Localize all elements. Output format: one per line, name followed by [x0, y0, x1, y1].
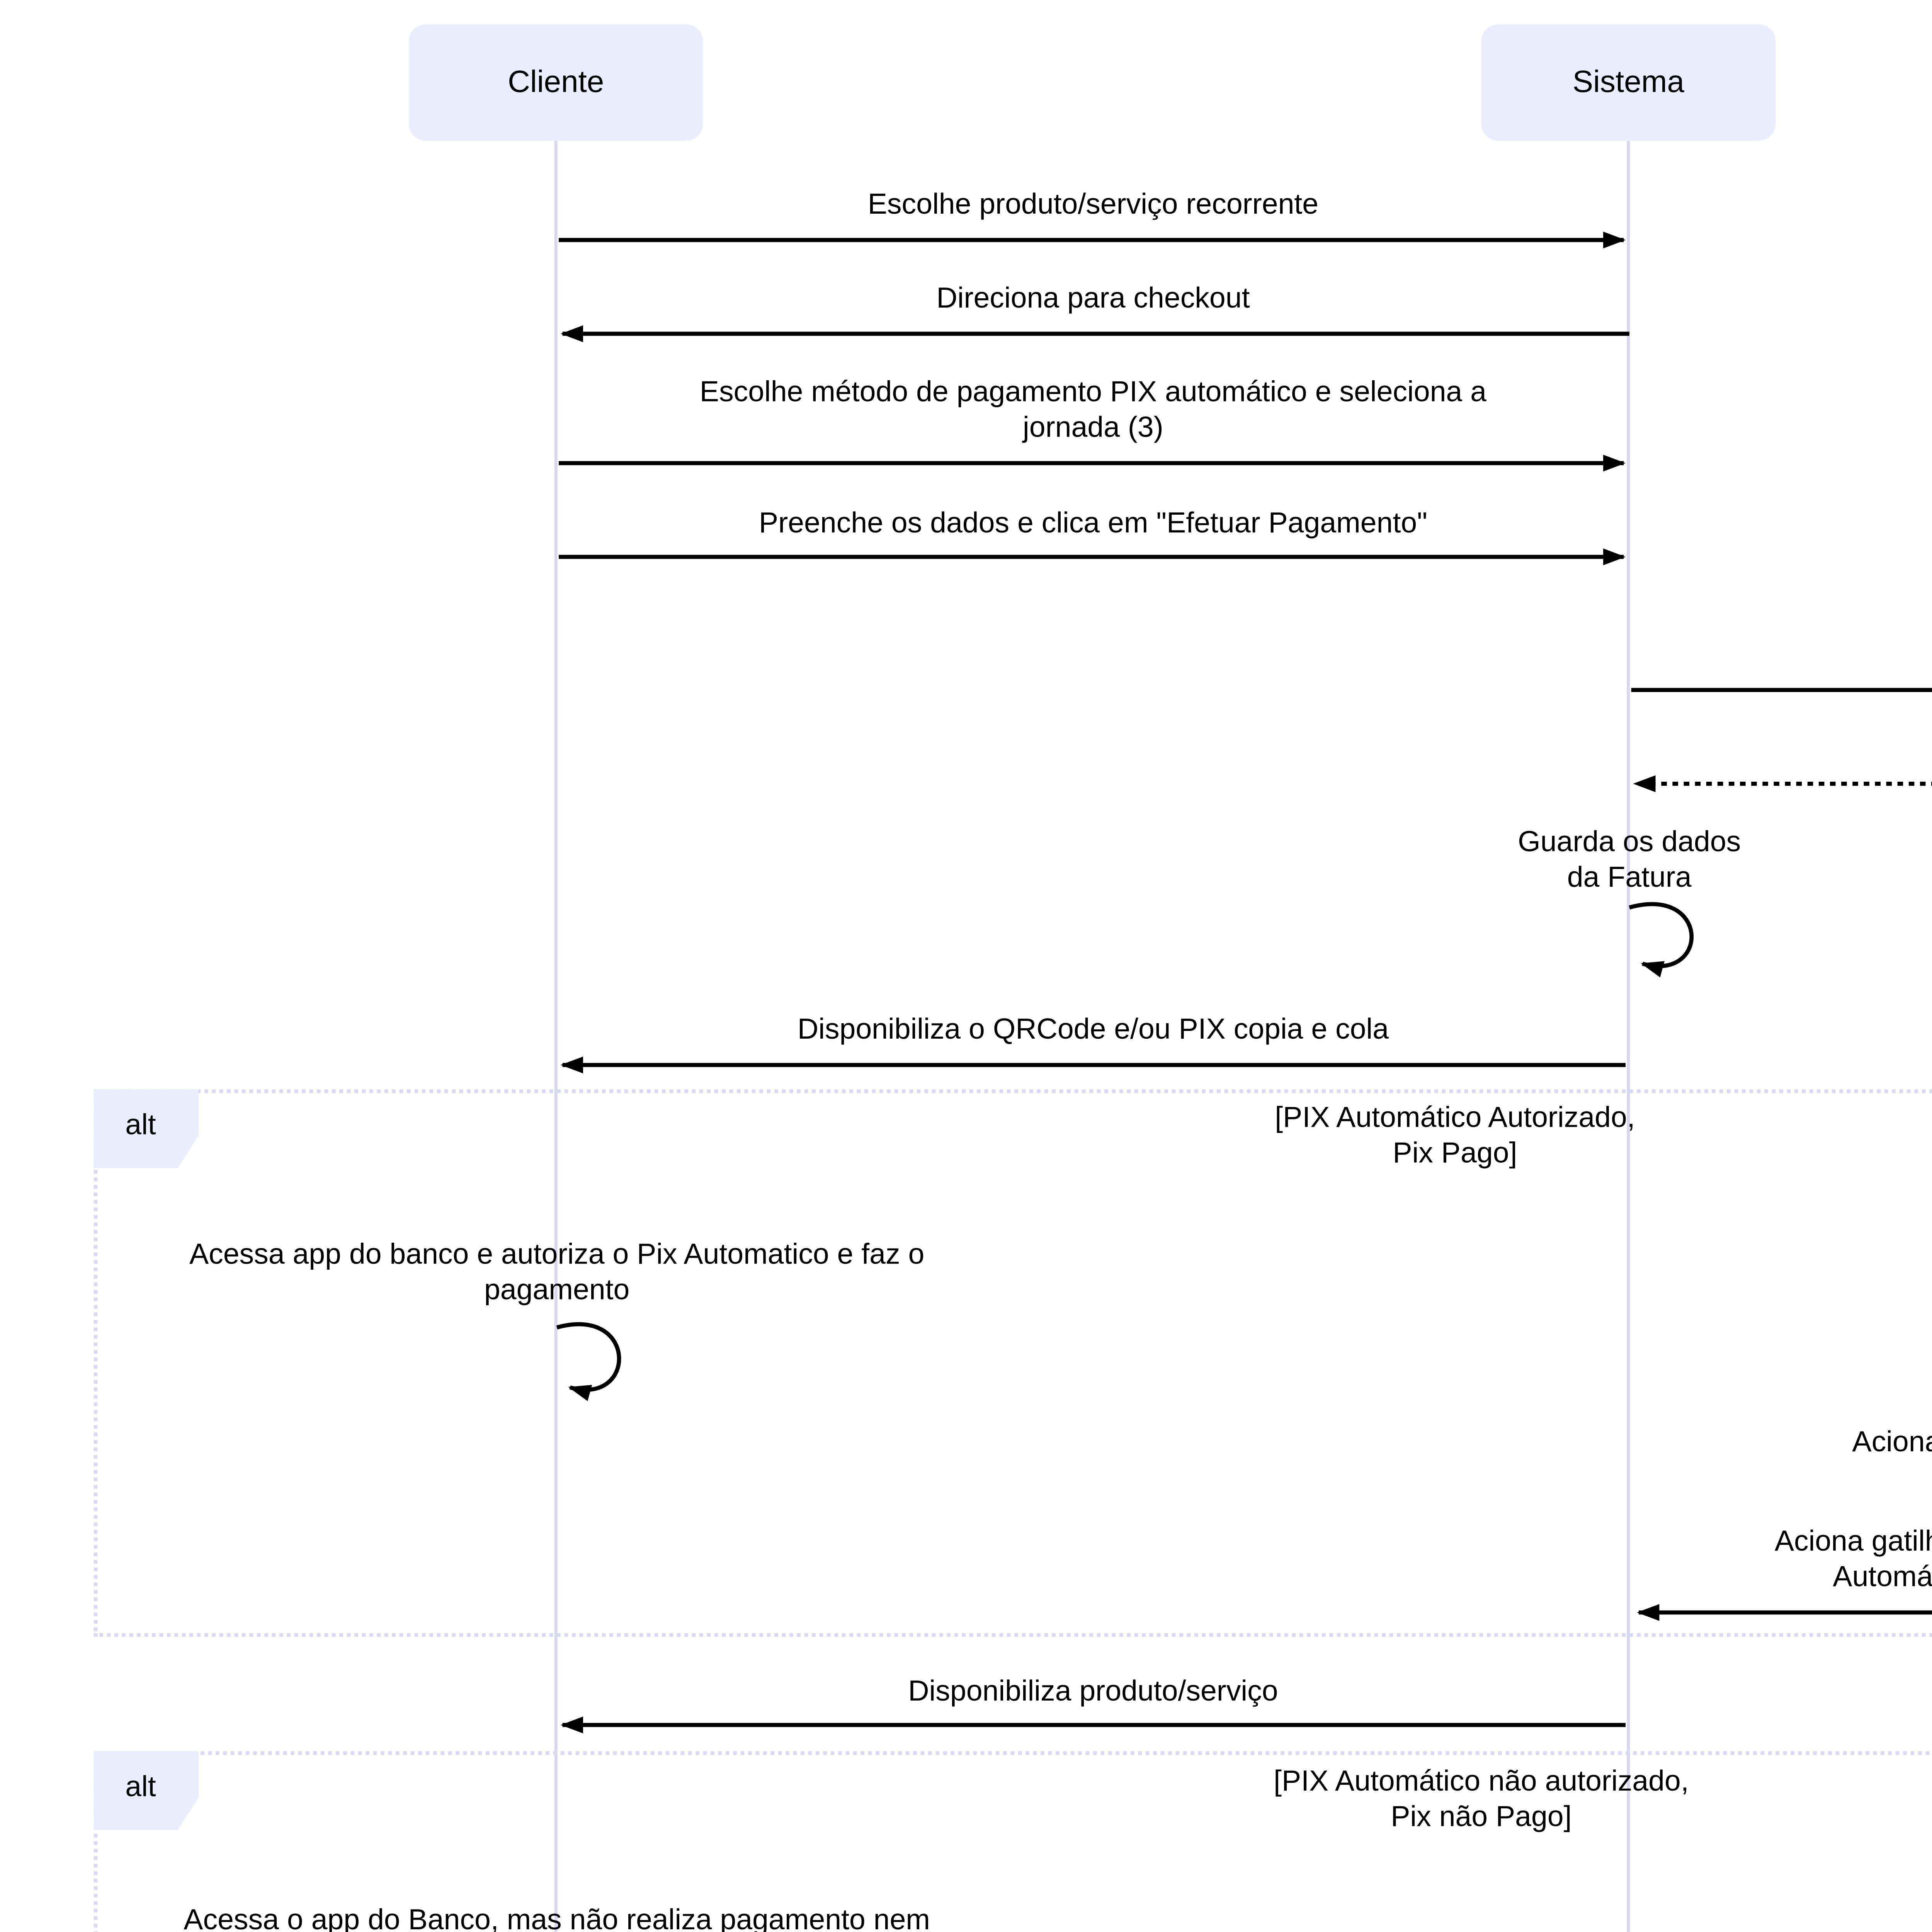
message-label: Aciona gatilho de Alteração de Status da… — [1635, 1425, 1932, 1496]
condition-line: Pix não Pago] — [1391, 1802, 1572, 1834]
actor-label: Cliente — [508, 65, 604, 99]
message-label: Escolhe método de pagamento PIX automáti… — [557, 375, 1629, 446]
message-line: Aciona gatilho de Alteração de Status da… — [1852, 1427, 1932, 1459]
message-line: POST v1/invoices — [1629, 600, 1932, 636]
message-label: Direciona para checkout — [557, 281, 1629, 317]
alt-operator: alt — [125, 1771, 156, 1803]
message-line: da Fatura — [1567, 862, 1692, 895]
message-line: Acessa app do banco e autoriza o Pix Aut… — [189, 1239, 925, 1271]
alt-fragment-label: alt — [94, 1751, 199, 1830]
message-line: Disponibiliza produto/serviço — [908, 1676, 1278, 1708]
alt-condition-pix-nao-autorizado: [PIX Automático não autorizado, Pix não … — [1087, 1764, 1875, 1835]
message-line: (invoice.status_changed) — [1635, 1461, 1932, 1496]
message-line: Acessa o app do Banco, mas não realiza p… — [184, 1905, 930, 1932]
message-line: Cria uma Fatura — [1629, 636, 1932, 671]
message-label: Acessa o app do Banco, mas não realiza p… — [97, 1903, 1016, 1932]
self-loop-guarda-dados — [1629, 902, 1694, 978]
alt-fragment-pix-autorizado — [94, 1089, 1932, 1637]
message-label: Disponibiliza produto/serviço — [557, 1674, 1629, 1710]
message-line: Aciona gatilho de mudança de Status da A… — [1774, 1526, 1932, 1558]
message-line: Disponibiliza o QRCode e/ou PIX copia e … — [797, 1014, 1389, 1046]
message-line: Direciona para checkout — [936, 283, 1250, 315]
condition-line: [PIX Automático Autorizado, — [1275, 1102, 1635, 1134]
condition-line: Pix Pago] — [1393, 1138, 1517, 1170]
alt-operator: alt — [125, 1109, 156, 1141]
message-line: pagamento — [484, 1275, 630, 1307]
message-label: Acessa app do banco e autoriza o Pix Aut… — [97, 1238, 1016, 1309]
condition-line: [PIX Automático não autorizado, — [1274, 1766, 1689, 1798]
message-label: Aciona gatilho de mudança de Status da A… — [1635, 1524, 1932, 1595]
message-label: Guarda os dados da Fatura — [1348, 825, 1911, 896]
actor-sistema-top: Sistema — [1481, 24, 1776, 141]
actor-cliente-top: Cliente — [408, 24, 703, 141]
alt-fragment-pix-nao-autorizado — [94, 1751, 1932, 1932]
message-label: Disponibiliza o QRCode e/ou PIX copia e … — [557, 1012, 1629, 1048]
message-line: jornada (3) — [1023, 412, 1163, 445]
message-line: Guarda os dados — [1518, 827, 1741, 859]
alt-fragment-label: alt — [94, 1089, 199, 1168]
self-loop-acessa-banco-paga — [556, 1322, 621, 1401]
message-label: Retorna dados da Fatura — [1629, 731, 1932, 767]
message-line: Automático (automatic_pix.authorization_… — [1833, 1562, 1932, 1594]
message-line: Escolhe produto/serviço recorrente — [867, 189, 1319, 221]
alt-condition-pix-autorizado: [PIX Automático Autorizado, Pix Pago] — [1061, 1100, 1849, 1172]
actor-label: Sistema — [1572, 65, 1684, 99]
message-label: Escolhe produto/serviço recorrente — [557, 187, 1629, 223]
message-label: POST v1/invoices Cria uma Fatura — [1629, 600, 1932, 671]
message-label: Preenche os dados e clica em "Efetuar Pa… — [557, 506, 1629, 542]
message-line: Escolhe método de pagamento PIX automáti… — [699, 377, 1487, 409]
message-line: Preenche os dados e clica em "Efetuar Pa… — [759, 508, 1427, 540]
message-line: Retorna dados da Fatura — [1629, 731, 1932, 767]
